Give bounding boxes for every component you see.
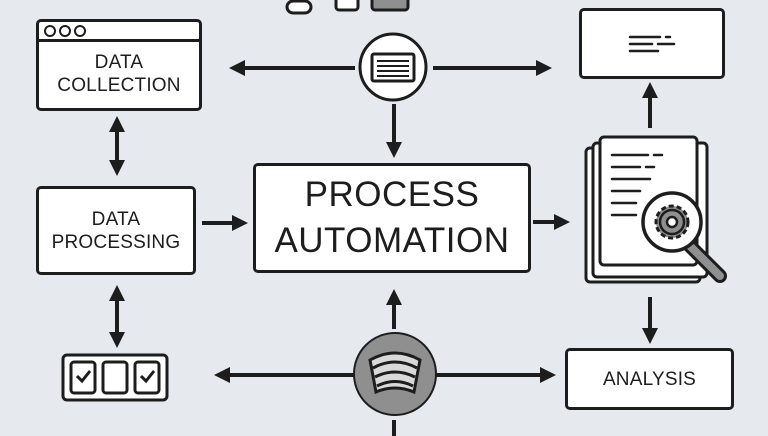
data-processing-label: DATA PROCESSING: [52, 208, 181, 254]
data-collection-node: DATA COLLECTION: [36, 19, 202, 111]
analysis-label: ANALYSIS: [602, 368, 697, 390]
window-dot-icon: [59, 24, 71, 37]
window-dot-icon: [74, 24, 86, 37]
wifi-signal-icon: [353, 332, 437, 416]
process-automation-line1: PROCESS: [304, 175, 480, 214]
checkbox-row-icon: [61, 353, 169, 402]
window-dot-icon: [44, 24, 56, 37]
process-automation-line2: AUTOMATION: [274, 221, 510, 260]
data-processing-line1: DATA: [91, 208, 141, 230]
data-processing-line2: PROCESSING: [51, 231, 181, 253]
analysis-node: ANALYSIS: [565, 348, 734, 410]
text-lines-glyph: [628, 35, 676, 52]
process-automation-node: PROCESS AUTOMATION: [253, 163, 531, 273]
data-collection-label: DATA COLLECTION: [57, 51, 180, 97]
document-search-icon: [584, 135, 727, 284]
text-lines-icon: [579, 8, 725, 79]
data-processing-node: DATA PROCESSING: [36, 186, 196, 275]
data-collection-line2: COLLECTION: [57, 75, 181, 96]
process-automation-label: PROCESS AUTOMATION: [274, 172, 509, 264]
server-icon: [358, 32, 428, 102]
browser-titlebar: [39, 22, 199, 42]
gear-icon: [654, 204, 690, 240]
data-collection-line1: DATA: [94, 52, 144, 73]
